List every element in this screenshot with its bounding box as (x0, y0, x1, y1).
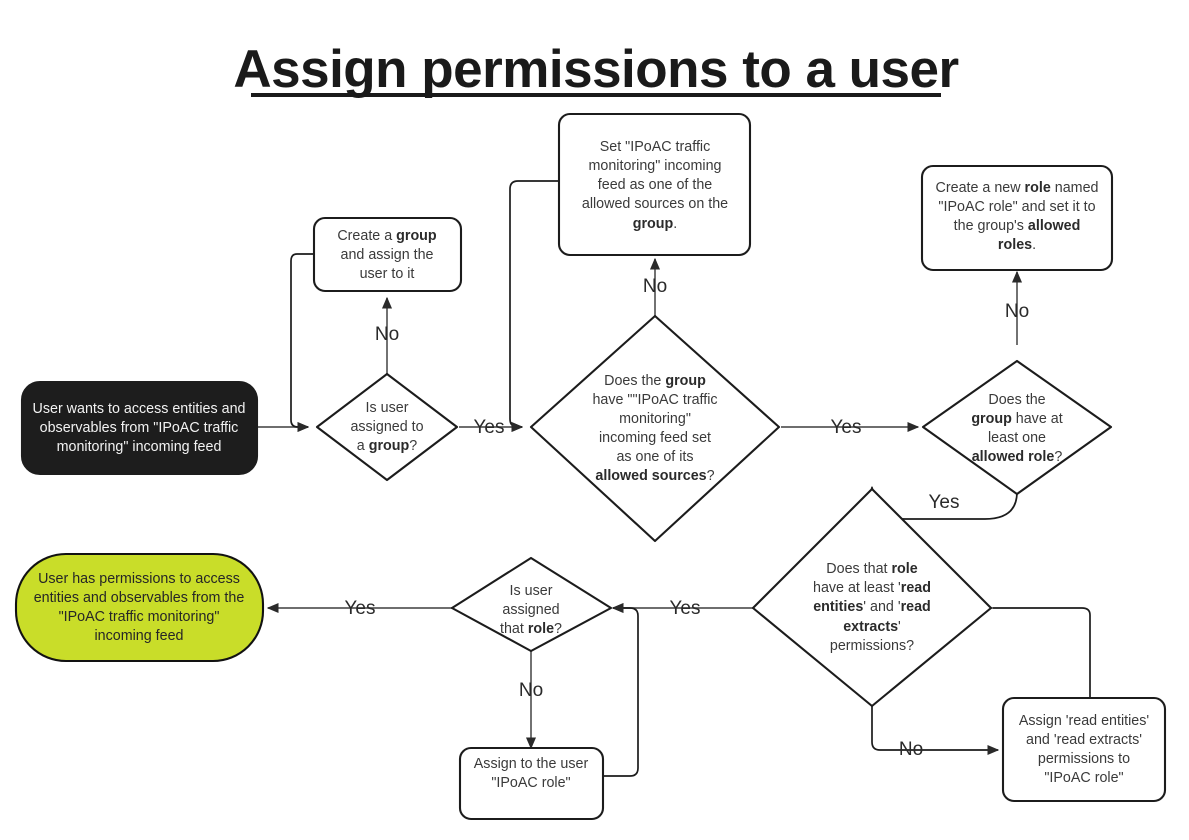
edge-label-role-yes: Yes (929, 492, 960, 513)
node-assigned-role-question-line-1: Is user (510, 583, 553, 599)
node-feed-question-line-1: Does the group (604, 373, 706, 389)
node-create-group-line-3: user to it (360, 266, 415, 282)
node-create-group-line-2: and assign the (341, 247, 434, 263)
node-is-user-assigned-that-role-shape (450, 556, 613, 653)
node-assign-perms-line-4: "IPoAC role" (1044, 770, 1123, 786)
edge-create-group-back-to-question (290, 253, 314, 433)
node-create-role-line-2: "IPoAC role" and set it to (938, 199, 1095, 215)
node-does-role-have-permissions-shape (751, 487, 993, 708)
node-start-line-2: observables from "IPoAC traffic (40, 420, 239, 436)
node-assign-read-permissions-shape (1001, 696, 1167, 803)
node-feed-question-line-6: allowed sources? (595, 468, 714, 484)
node-start-line-3: monitoring" incoming feed (57, 439, 222, 455)
node-assign-role-to-user-shape (458, 746, 605, 821)
node-create-role-line-3: the group's allowed (954, 218, 1081, 234)
node-create-role-shape (920, 164, 1114, 272)
node-assign-perms-line-1: Assign 'read entities' (1019, 713, 1149, 729)
edge-label-perms-yes: Yes (670, 598, 701, 619)
node-perms-question-line-1: Does that role (826, 561, 917, 577)
node-perms-question-line-2: have at least 'read (813, 580, 931, 596)
node-assign-perms-line-2: and 'read extracts' (1026, 732, 1142, 748)
node-set-allowed-source-line-1: Set "IPoAC traffic (600, 139, 711, 155)
node-allowed-role-question-line-4: allowed role? (972, 449, 1063, 465)
edge-label-group-no: No (375, 324, 399, 345)
node-group-question-line-3: a group? (357, 438, 417, 454)
node-assign-role-line-1: Assign to the user (474, 756, 589, 772)
edge-set-allowed-source-back (509, 180, 559, 433)
node-perms-question-line-3: entities' and 'read (813, 599, 931, 615)
node-end-shape (14, 552, 265, 663)
node-allowed-role-question-line-2: group have at (971, 411, 1062, 427)
edge-perms-no (871, 706, 1000, 756)
node-perms-question-line-5: permissions? (830, 638, 914, 654)
node-assign-read-permissions[interactable]: Assign 'read entities' and 'read extract… (1001, 696, 1167, 803)
node-feed-question-line-3: monitoring" (619, 411, 691, 427)
node-is-user-assigned-to-group[interactable]: Is user assigned to a group? (315, 372, 459, 482)
edge-label-assigned-yes: Yes (345, 598, 376, 619)
node-group-question-line-2: assigned to (350, 419, 423, 435)
node-assign-role-to-user[interactable]: Assign to the user "IPoAC role" (458, 746, 605, 821)
node-allowed-role-question-line-3: least one (988, 430, 1046, 446)
node-end[interactable]: User has permissions to access entities … (14, 552, 265, 663)
node-set-allowed-source-shape (557, 112, 752, 257)
node-set-allowed-source-line-2: monitoring" incoming (588, 158, 721, 174)
node-create-group-line-1: Create a group (337, 228, 437, 244)
node-end-line-2: entities and observables from the (34, 590, 245, 606)
node-assigned-role-question-line-3: that role? (500, 621, 562, 637)
edge-label-perms-no: No (899, 739, 923, 760)
node-end-line-4: incoming feed (94, 628, 183, 644)
node-create-group-shape (312, 216, 463, 293)
node-group-question-line-1: Is user (366, 400, 409, 416)
node-create-role-line-4: roles. (998, 237, 1036, 253)
node-feed-question-line-4: incoming feed set (599, 430, 711, 446)
node-does-group-have-feed-shape (529, 314, 781, 543)
node-start-line-1: User wants to access entities and (33, 401, 246, 417)
edge-label-group-yes: Yes (474, 417, 505, 438)
edge-label-assigned-no: No (519, 680, 543, 701)
edge-assign-role-back (603, 602, 639, 777)
node-start-shape (20, 380, 259, 476)
node-create-role-line-1: Create a new role named (936, 180, 1099, 196)
node-end-line-1: User has permissions to access (38, 571, 240, 587)
node-create-role[interactable]: Create a new role named "IPoAC role" and… (920, 164, 1114, 272)
node-assigned-role-question-line-2: assigned (502, 602, 559, 618)
node-set-allowed-source[interactable]: Set "IPoAC traffic monitoring" incoming … (557, 112, 752, 257)
node-does-role-have-permissions[interactable]: Does that role have at least 'read entit… (751, 487, 993, 708)
page-title: Assign permissions to a user (233, 40, 958, 99)
edge-label-feed-yes: Yes (831, 417, 862, 438)
node-does-group-have-feed[interactable]: Does the group have ""IPoAC traffic moni… (529, 314, 781, 543)
node-end-line-3: "IPoAC traffic monitoring" (59, 609, 220, 625)
node-does-group-have-allowed-role[interactable]: Does the group have at least one allowed… (921, 359, 1113, 496)
node-perms-question-line-4: extracts' (843, 619, 901, 635)
node-does-group-have-allowed-role-shape (921, 359, 1113, 496)
node-feed-question-line-5: as one of its (616, 449, 693, 465)
node-feed-question-line-2: have ""IPoAC traffic (592, 392, 717, 408)
node-set-allowed-source-line-5: group. (633, 216, 677, 232)
node-is-user-assigned-that-role[interactable]: Is user assigned that role? (450, 556, 613, 653)
node-assign-role-line-2: "IPoAC role" (491, 775, 570, 791)
node-set-allowed-source-line-3: feed as one of the (598, 177, 713, 193)
edge-label-role-no: No (1005, 301, 1029, 322)
edge-assign-perms-back (993, 607, 1091, 710)
node-allowed-role-question-line-1: Does the (988, 392, 1045, 408)
node-set-allowed-source-line-4: allowed sources on the (582, 196, 728, 212)
node-assign-perms-line-3: permissions to (1038, 751, 1130, 767)
node-is-user-assigned-to-group-shape (315, 372, 459, 482)
node-start[interactable]: User wants to access entities and observ… (20, 380, 259, 476)
node-create-group[interactable]: Create a group and assign the user to it (312, 216, 463, 293)
edge-label-feed-no: No (643, 276, 667, 297)
